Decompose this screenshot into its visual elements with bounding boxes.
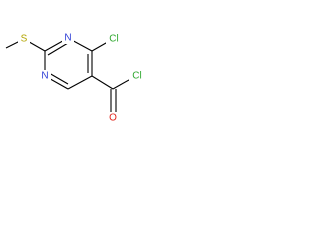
atom-chlorine-ring: Cl [109, 34, 118, 45]
bond-c5-c6 [67, 75, 93, 90]
atom-chlorine-acyl: Cl [132, 71, 141, 82]
atom-sulfur: S [21, 34, 28, 45]
bonds [5, 37, 137, 113]
atom-oxygen: O [109, 113, 117, 124]
atom-label-backgrounds [18, 32, 144, 124]
atom-labels: S N N Cl Cl O [21, 33, 142, 124]
bond-c6-n3-double [48, 72, 69, 85]
atom-nitrogen-3: N [41, 71, 48, 82]
atom-nitrogen-1: N [64, 33, 71, 44]
chemical-structure: S N N Cl Cl O [5, 32, 144, 124]
bond-c5-acyl [91, 75, 114, 90]
bond-c2-n1-double [47, 42, 69, 56]
